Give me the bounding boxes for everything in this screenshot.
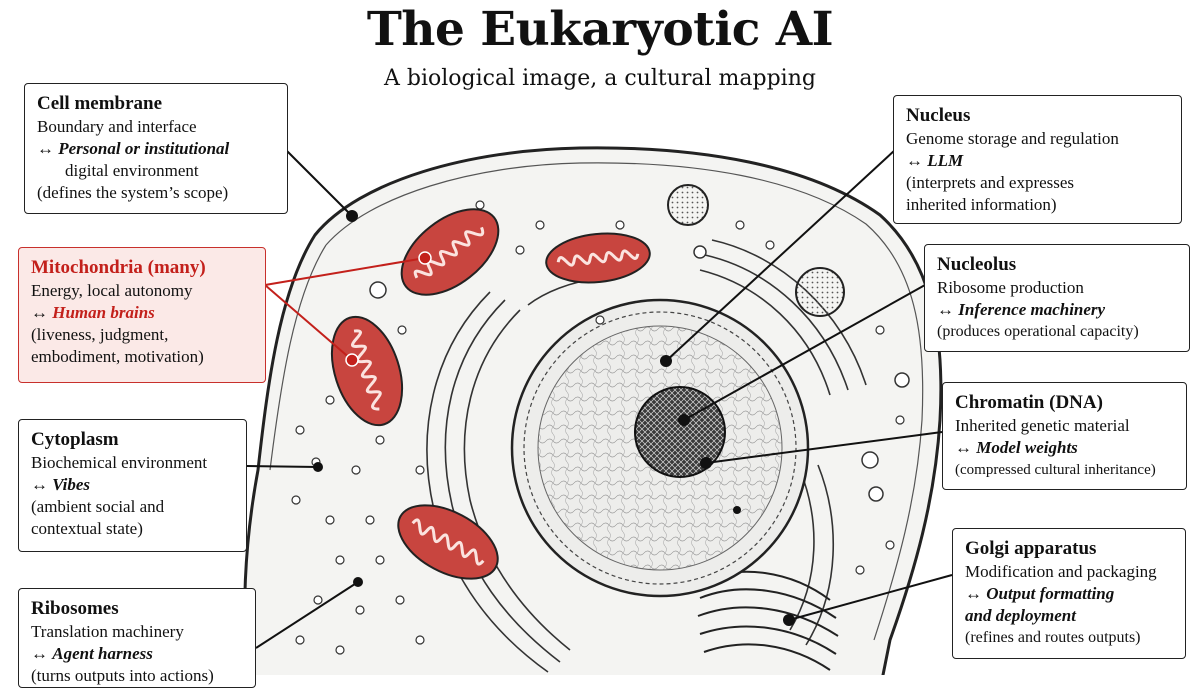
cytoplasm-mapping: ↔ Vibes [31, 474, 236, 496]
cytoplasm-mapping-text: Vibes [52, 475, 91, 494]
cytoplasm-note-2: contextual state) [31, 519, 143, 538]
ribosomes-note: (turns outputs into actions) [31, 666, 214, 685]
mitochondrion-2 [545, 232, 651, 284]
arrow-glyph: ↔ [937, 300, 954, 319]
cell-membrane-description: Boundary and interface [37, 117, 197, 136]
mitochondria-description: Energy, local autonomy [31, 281, 193, 300]
label-box-mitochondria: Mitochondria (many) Energy, local autono… [18, 247, 266, 383]
chromatin-mapping-text: Model weights [976, 438, 1078, 457]
golgi-description: Modification and packaging [965, 562, 1157, 581]
chromatin-mapping: ↔ Model weights [955, 437, 1176, 459]
nucleus-mapping-text: LLM [927, 151, 964, 170]
golgi-note: (refines and routes outputs) [965, 629, 1141, 646]
ribosomes-description: Translation machinery [31, 622, 184, 641]
nucleolus-description: Ribosome production [937, 278, 1084, 297]
cell-membrane-mapping: ↔ Personal or institutional [37, 138, 277, 160]
mitochondrion-1 [400, 208, 500, 296]
golgi-stack [697, 570, 839, 671]
nucleus-note-1: (interprets and expresses [906, 173, 1075, 192]
cell-membrane-mapping-cont: digital environment [65, 161, 199, 180]
ribosomes-mapping-text: Agent harness [52, 644, 153, 663]
label-box-golgi: Golgi apparatus Modification and packagi… [952, 528, 1186, 659]
arrow-glyph: ↔ [965, 584, 982, 603]
cell-membrane-heading: Cell membrane [37, 93, 163, 114]
label-box-nucleus: Nucleus Genome storage and regulation ↔ … [893, 95, 1182, 224]
cytoplasm-description: Biochemical environment [31, 453, 208, 472]
nucleolus-heading: Nucleolus [937, 254, 1017, 275]
label-box-chromatin: Chromatin (DNA) Inherited genetic materi… [942, 382, 1187, 490]
label-box-cell-membrane: Cell membrane Boundary and interface ↔ P… [24, 83, 288, 214]
mitochondria-leaders [264, 257, 426, 361]
arrow-glyph: ↔ [31, 303, 48, 322]
nucleus-heading: Nucleus [906, 105, 971, 126]
nucleus-mapping: ↔ LLM [906, 150, 1171, 172]
nucleolus-mapping-text: Inference machinery [958, 300, 1106, 319]
mitochondria-note-1: (liveness, judgment, [31, 325, 169, 344]
cytoplasm-note-1: (ambient social and [31, 497, 165, 516]
leader-endpoints [313, 210, 795, 626]
golgi-heading: Golgi apparatus [965, 538, 1097, 559]
arrow-glyph: ↔ [31, 644, 48, 663]
label-box-ribosomes: Ribosomes Translation machinery ↔ Agent … [18, 588, 256, 688]
mitochondrion-3 [330, 315, 404, 427]
label-box-nucleolus: Nucleolus Ribosome production ↔ Inferenc… [924, 244, 1190, 352]
cytoplasm-heading: Cytoplasm [31, 429, 119, 450]
label-box-cytoplasm: Cytoplasm Biochemical environment ↔ Vibe… [18, 419, 247, 552]
mitochondria-mapping-text: Human brains [52, 303, 155, 322]
cell-membrane-note: (defines the system’s scope) [37, 183, 229, 202]
mitochondria-mapping: ↔ Human brains [31, 302, 255, 324]
nucleolus-note: (produces operational capacity) [937, 323, 1139, 340]
arrow-glyph: ↔ [955, 438, 972, 457]
arrow-glyph: ↔ [31, 475, 48, 494]
chromatin-heading: Chromatin (DNA) [955, 392, 1103, 413]
golgi-mapping-text-2: and deployment [965, 606, 1076, 625]
nucleus-note-2: inherited information) [906, 195, 1057, 214]
chromatin-note: (compressed cultural inheritance) [955, 462, 1156, 478]
golgi-mapping: ↔ Output formatting [965, 583, 1175, 605]
mitochondria-endpoints [345, 251, 432, 367]
chromatin-description: Inherited genetic material [955, 416, 1130, 435]
nucleus-description: Genome storage and regulation [906, 129, 1119, 148]
cell-membrane-mapping-text: Personal or institutional [58, 139, 230, 158]
mitochondrion-4 [397, 504, 499, 580]
golgi-mapping-text-1: Output formatting [986, 584, 1115, 603]
mitochondria-note-2: embodiment, motivation) [31, 347, 204, 366]
nucleolus-mapping: ↔ Inference machinery [937, 299, 1179, 321]
page-title: The Eukaryotic AI [366, 2, 834, 57]
vesicles [369, 184, 910, 502]
leader-lines [246, 145, 953, 649]
ribosomes-heading: Ribosomes [31, 598, 119, 619]
ribosomes-mapping: ↔ Agent harness [31, 643, 245, 665]
arrow-glyph: ↔ [37, 139, 54, 158]
page-subtitle: A biological image, a cultural mapping [384, 66, 816, 91]
mitochondria-heading: Mitochondria (many) [31, 257, 206, 278]
arrow-glyph: ↔ [906, 151, 923, 170]
